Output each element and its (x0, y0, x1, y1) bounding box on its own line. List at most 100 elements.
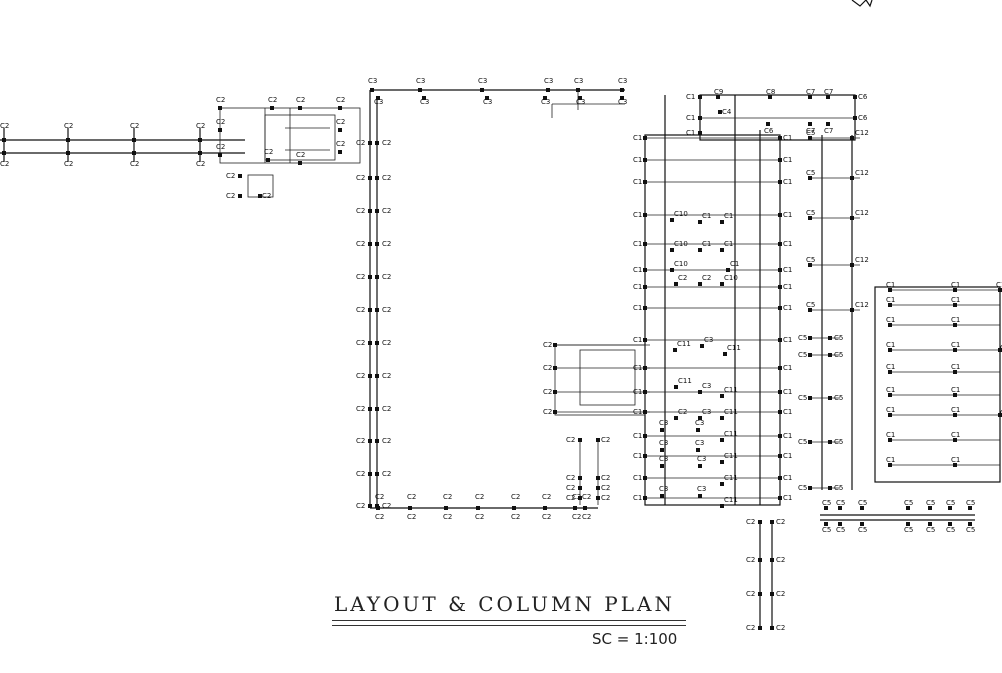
column-label: C12 (855, 129, 869, 137)
column-marker (298, 106, 302, 110)
column-label: C1 (633, 432, 642, 440)
column-marker (826, 122, 830, 126)
column-label: C1 (783, 494, 792, 502)
column-marker (368, 439, 372, 443)
column-marker (338, 106, 342, 110)
column-marker (238, 174, 242, 178)
column-label: C2 (543, 408, 552, 416)
column-label: C3 (659, 455, 668, 463)
column-label: C2 (746, 590, 755, 598)
beam-outline (554, 344, 646, 416)
column-marker (948, 522, 952, 526)
column-label: C11 (677, 340, 691, 348)
column-label: C2 (382, 306, 391, 314)
column-marker (643, 180, 647, 184)
drawing-scale: SC = 1:100 (592, 630, 678, 648)
column-label: C3 (702, 408, 711, 416)
column-marker (698, 282, 702, 286)
column-label: C6 (858, 114, 868, 122)
column-label: C5 (822, 499, 831, 507)
column-label: C5 (806, 256, 815, 264)
column-label: C5 (966, 526, 975, 534)
column-label: C3 (544, 77, 553, 85)
column-label: C5 (836, 526, 845, 534)
column-label: C2 (601, 494, 610, 502)
column-label: C2 (130, 122, 139, 130)
column-marker (375, 176, 379, 180)
column-marker (778, 410, 782, 414)
column-label: C1 (951, 296, 960, 304)
column-marker (770, 520, 774, 524)
column-marker (368, 141, 372, 145)
column-marker (368, 341, 372, 345)
column-label: C1 (724, 212, 733, 220)
column-label: C10 (674, 210, 688, 218)
column-label: C3 (541, 98, 550, 106)
column-marker (643, 242, 647, 246)
column-label: C2 (382, 437, 391, 445)
column-marker (368, 504, 372, 508)
column-marker (643, 268, 647, 272)
column-marker (808, 263, 812, 267)
column-marker (258, 194, 262, 198)
column-label: C2 (407, 493, 416, 501)
column-marker (828, 353, 832, 357)
column-label: C3 (704, 336, 713, 344)
column-marker (953, 413, 957, 417)
column-label: C7 (806, 127, 815, 135)
column-marker (768, 95, 772, 99)
column-label: C5 (834, 438, 843, 446)
column-label: C11 (724, 452, 738, 460)
column-marker (770, 558, 774, 562)
column-marker (375, 308, 379, 312)
column-label: C1 (886, 386, 895, 394)
column-label: C1 (951, 316, 960, 324)
column-label: C1 (702, 212, 711, 220)
column-label: C5 (966, 499, 975, 507)
column-label: C11 (724, 386, 738, 394)
column-marker (808, 122, 812, 126)
column-marker (968, 522, 972, 526)
column-marker (66, 138, 70, 142)
column-label: C1 (633, 336, 642, 344)
column-label: C1 (886, 296, 895, 304)
column-label: C6 (858, 93, 868, 101)
column-marker (643, 213, 647, 217)
column-marker (660, 464, 664, 468)
column-label: C11 (724, 430, 738, 438)
column-label: C3 (618, 98, 627, 106)
column-marker (578, 476, 582, 480)
column-label: C11 (724, 496, 738, 504)
column-label: C5 (904, 499, 913, 507)
column-marker (132, 151, 136, 155)
column-marker (643, 285, 647, 289)
column-marker (218, 128, 222, 132)
column-marker (808, 176, 812, 180)
column-label: C2 (601, 474, 610, 482)
column-label: C1 (633, 156, 642, 164)
column-marker (998, 288, 1002, 292)
column-marker (998, 348, 1002, 352)
column-label: C2 (356, 207, 365, 215)
column-marker (546, 88, 550, 92)
column-label: C3 (659, 485, 668, 493)
column-marker (583, 506, 587, 510)
column-label: C1 (686, 93, 695, 101)
column-label: C2 (475, 513, 484, 521)
column-marker (698, 248, 702, 252)
column-marker (888, 413, 892, 417)
column-label: C2 (382, 240, 391, 248)
column-marker (953, 348, 957, 352)
column-marker (778, 390, 782, 394)
column-marker (375, 275, 379, 279)
column-marker (838, 506, 842, 510)
column-label: C2 (196, 160, 205, 168)
column-label: C1 (633, 388, 642, 396)
column-marker (720, 438, 724, 442)
column-label: C2 (356, 405, 365, 413)
column-marker (778, 496, 782, 500)
column-marker (850, 308, 854, 312)
column-label: C1 (886, 341, 895, 349)
column-label: C5 (858, 499, 867, 507)
column-marker (512, 506, 516, 510)
